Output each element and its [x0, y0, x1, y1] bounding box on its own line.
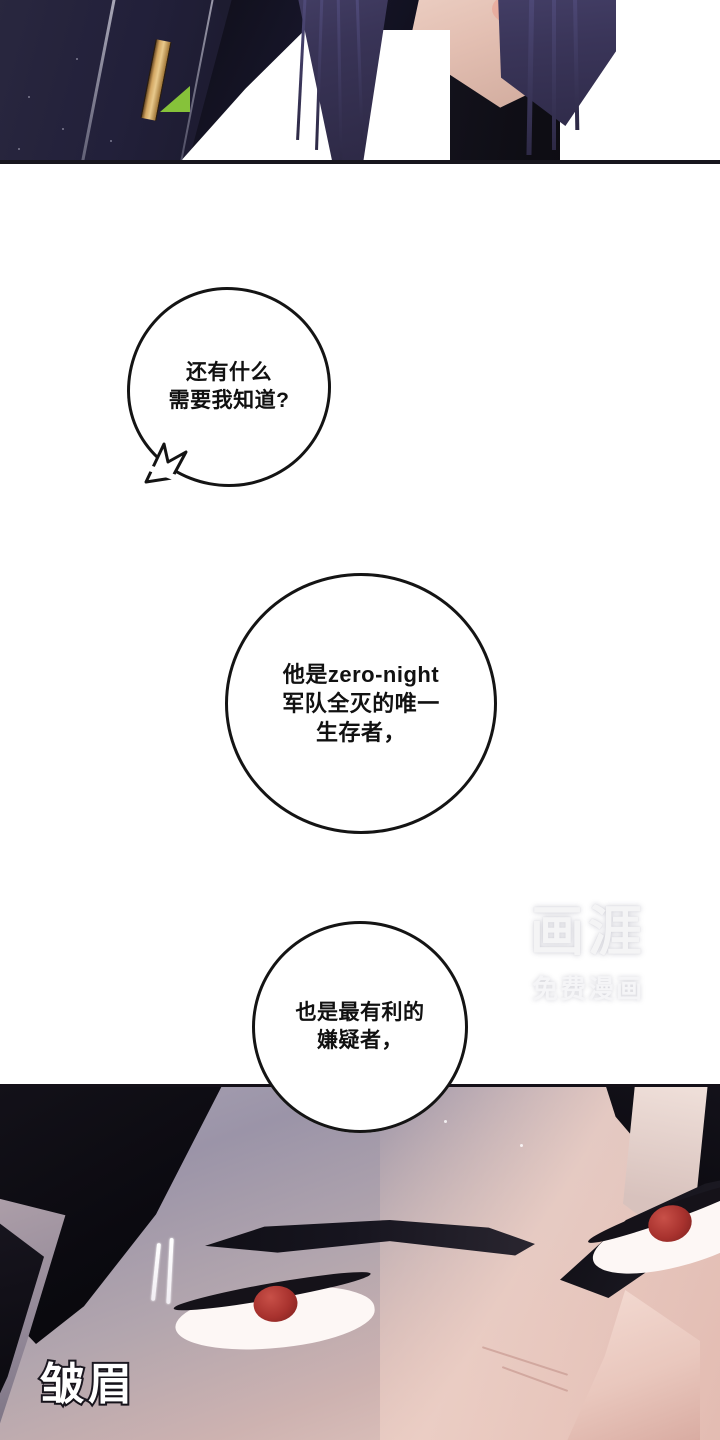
- speech-bubble-1[interactable]: 还有什么 需要我知道?: [127, 287, 331, 487]
- sparkle: [444, 1120, 447, 1123]
- speech-bubble-2[interactable]: 他是zero-night 军队全灭的唯一 生存者，: [225, 573, 497, 834]
- speech-bubble-3-text: 也是最有利的 嫌疑者，: [295, 1001, 425, 1052]
- dust-speck: [110, 140, 112, 142]
- dust-speck: [76, 58, 78, 60]
- panel-divider-top: [0, 160, 720, 164]
- speech-bubble-3[interactable]: 也是最有利的 嫌疑者，: [252, 921, 468, 1133]
- dust-speck: [62, 128, 64, 130]
- speech-bubble-1-text: 还有什么 需要我知道?: [168, 361, 290, 412]
- dust-speck: [18, 148, 20, 150]
- speech-bubble-1-tail: [142, 442, 194, 486]
- panel-top: [0, 0, 720, 163]
- speech-bubble-2-text: 他是zero-night 军队全灭的唯一 生存者，: [282, 661, 440, 746]
- dust-speck: [28, 96, 30, 98]
- sfx-caption: 皱眉: [38, 1360, 136, 1409]
- sparkle: [520, 1144, 523, 1147]
- hair-strand: [552, 0, 556, 150]
